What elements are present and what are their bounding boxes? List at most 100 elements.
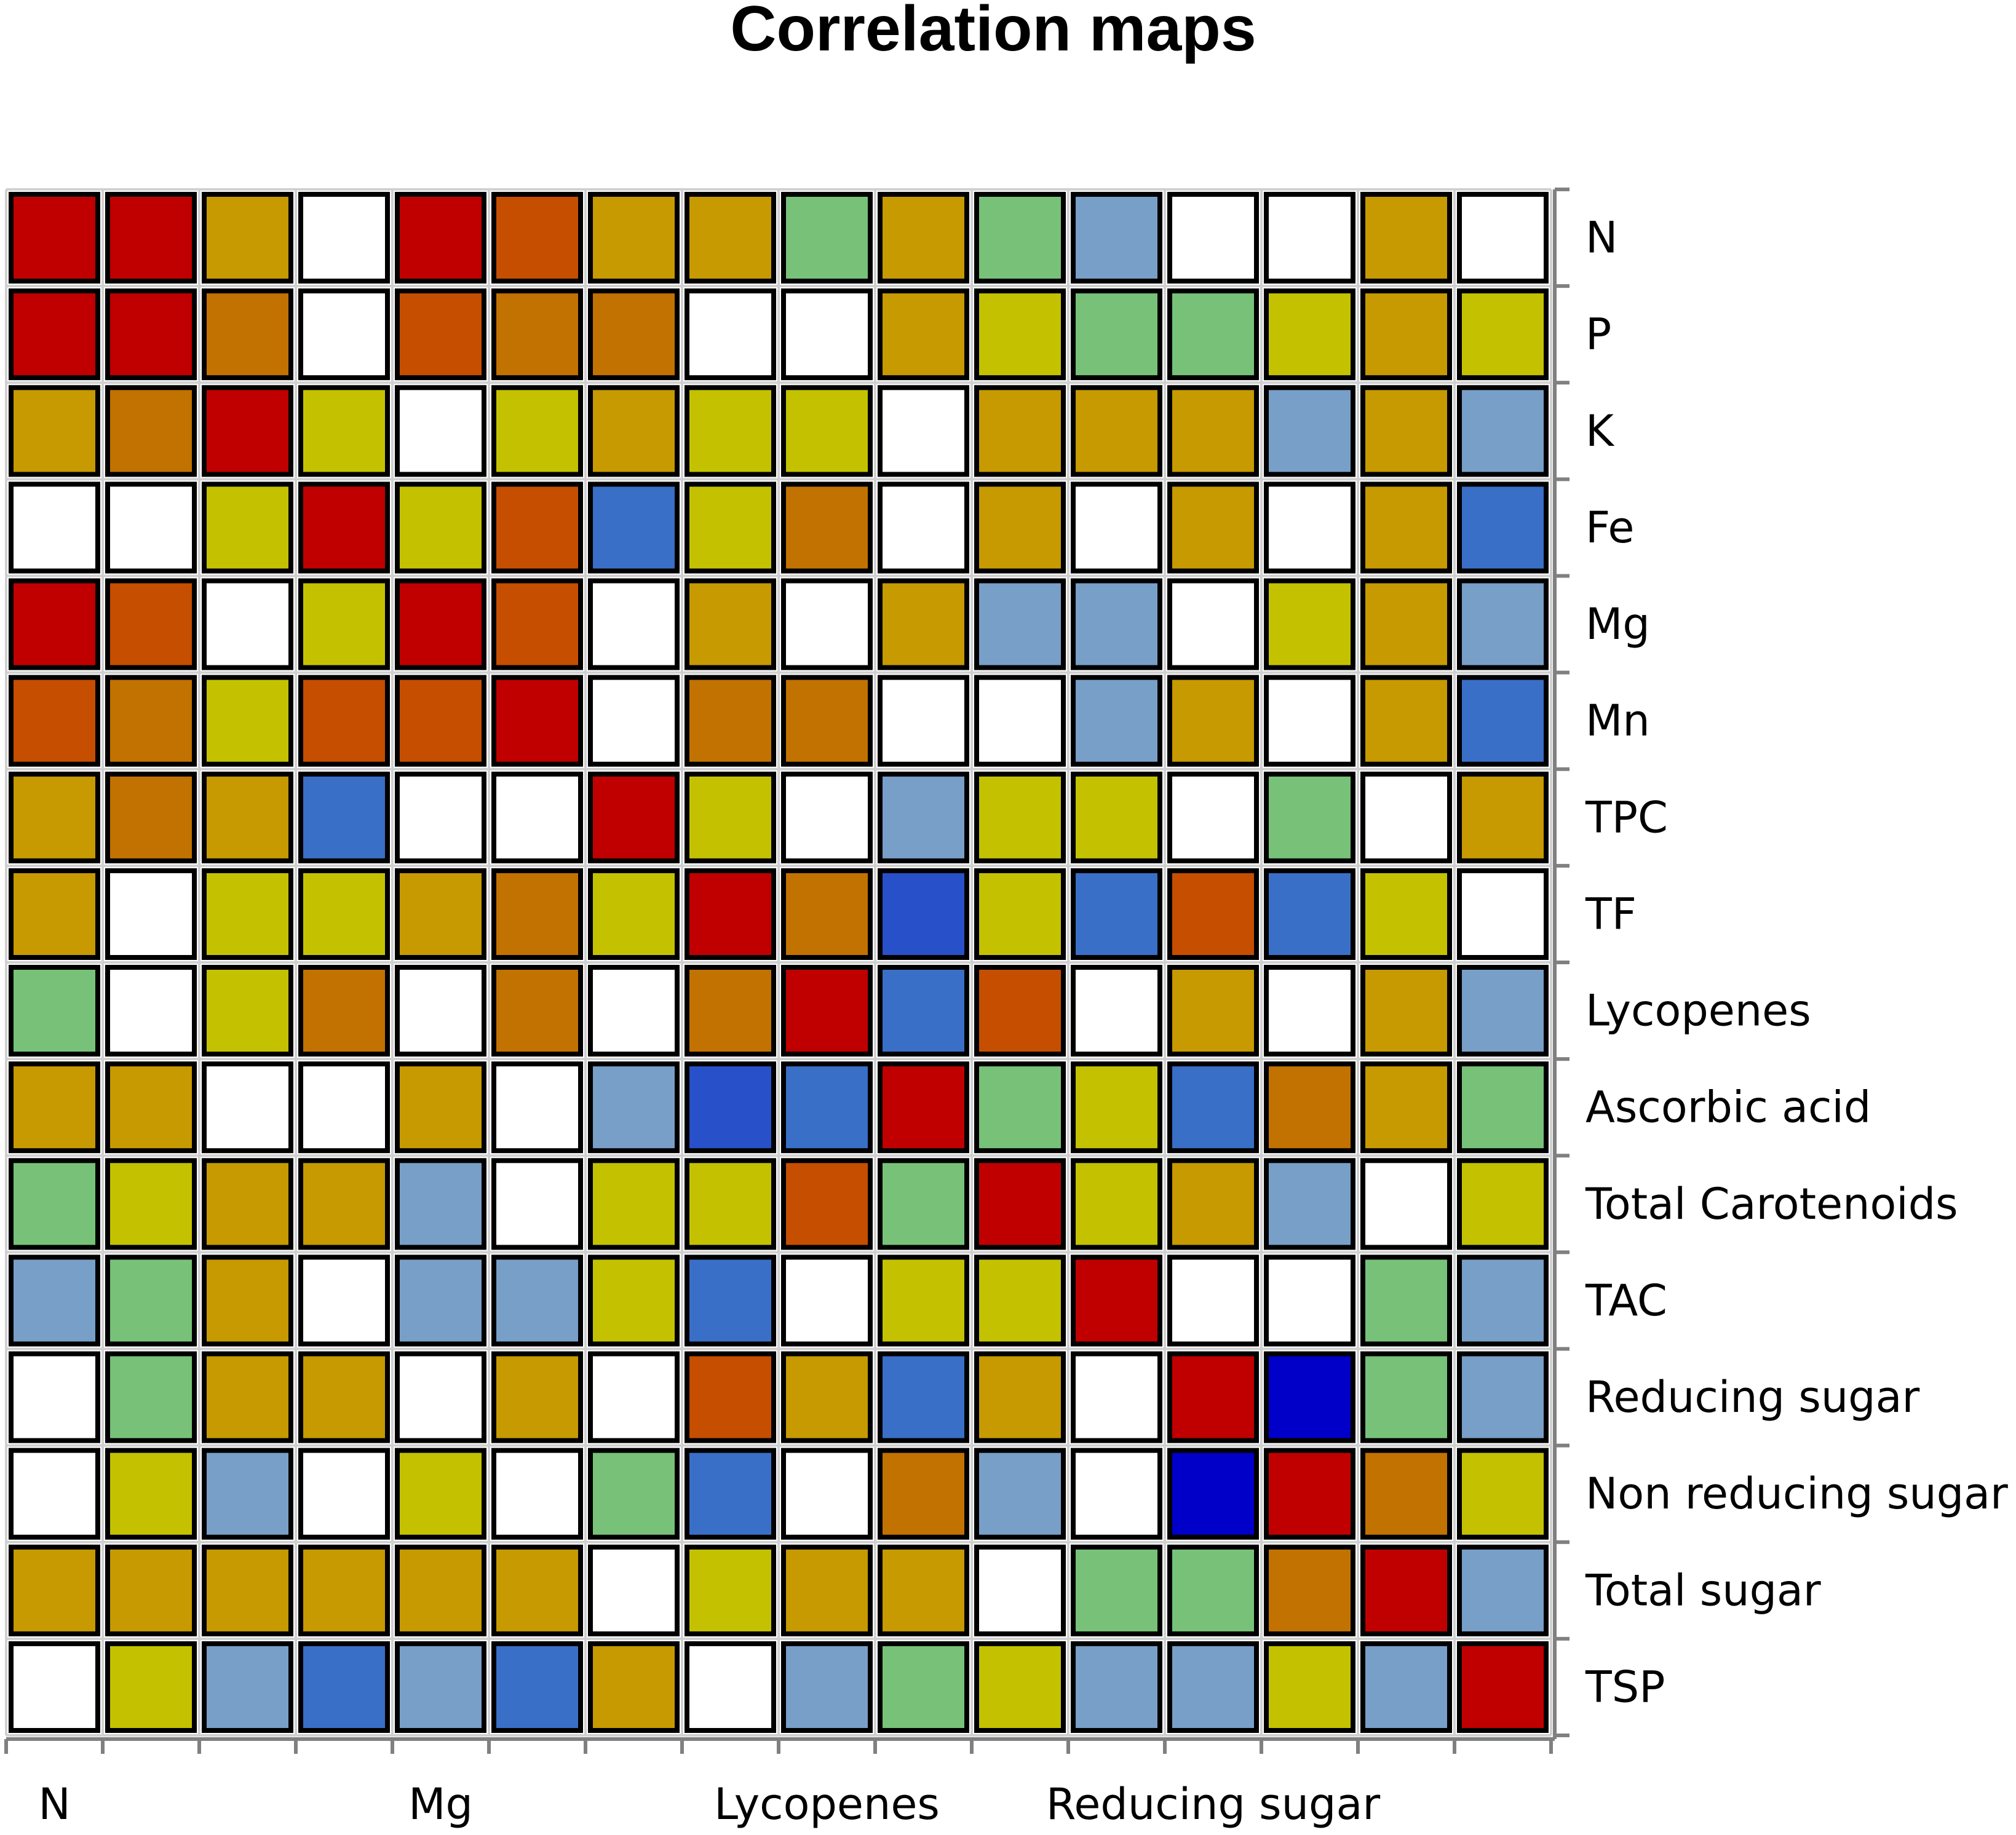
heatmap-cell-r12-c3 [298, 1351, 390, 1443]
heatmap-cell-r7-c1 [105, 868, 197, 961]
heatmap-cell-r1-c13 [1264, 288, 1355, 381]
heatmap-cell-r11-c11 [1071, 1254, 1162, 1347]
heatmap-cell-r4-c7 [685, 578, 776, 670]
heatmap-cell-r14-c7 [685, 1544, 776, 1636]
heatmap-cell-r0-c15 [1457, 192, 1549, 284]
heatmap-cell-r1-c9 [878, 288, 969, 381]
heatmap-cell-r1-c6 [588, 288, 680, 381]
heatmap-cell-r2-c15 [1457, 385, 1549, 477]
heatmap-cell-r1-c0 [9, 288, 100, 381]
heatmap-cell-r6-c3 [298, 771, 390, 863]
heatmap-cell-r3-c14 [1360, 482, 1452, 574]
heatmap-cell-r4-c5 [491, 578, 583, 670]
heatmap-cell-r8-c12 [1167, 965, 1259, 1057]
heatmap-cell-r14-c11 [1071, 1544, 1162, 1636]
heatmap-cell-r11-c7 [685, 1254, 776, 1347]
heatmap-cell-r0-c13 [1264, 192, 1355, 284]
heatmap-cell-r6-c2 [202, 771, 293, 863]
heatmap-cell-r2-c8 [781, 385, 873, 477]
heatmap-cell-r7-c8 [781, 868, 873, 961]
column-label-8: Lycopenes [714, 1779, 940, 1829]
heatmap-cell-r3-c9 [878, 482, 969, 574]
heatmap-cell-r6-c9 [878, 771, 969, 863]
heatmap-cell-r6-c7 [685, 771, 776, 863]
heatmap-cell-r9-c1 [105, 1061, 197, 1154]
heatmap-cell-r10-c8 [781, 1158, 873, 1250]
heatmap-cell-r9-c14 [1360, 1061, 1452, 1154]
heatmap-cell-r5-c6 [588, 675, 680, 767]
heatmap-cell-r7-c15 [1457, 868, 1549, 961]
heatmap-cell-r5-c9 [878, 675, 969, 767]
heatmap-cell-r4-c1 [105, 578, 197, 670]
heatmap-cell-r0-c14 [1360, 192, 1452, 284]
heatmap-cell-r8-c8 [781, 965, 873, 1057]
heatmap-cell-r9-c2 [202, 1061, 293, 1154]
heatmap-cell-r11-c15 [1457, 1254, 1549, 1347]
heatmap-cell-r12-c13 [1264, 1351, 1355, 1443]
heatmap-cell-r4-c0 [9, 578, 100, 670]
heatmap-cell-r6-c0 [9, 771, 100, 863]
heatmap-cell-r9-c6 [588, 1061, 680, 1154]
heatmap-cell-r0-c12 [1167, 192, 1259, 284]
heatmap-cell-r12-c7 [685, 1351, 776, 1443]
heatmap-cell-r13-c12 [1167, 1448, 1259, 1540]
heatmap-cell-r6-c15 [1457, 771, 1549, 863]
heatmap-cell-r2-c2 [202, 385, 293, 477]
heatmap-cell-r9-c11 [1071, 1061, 1162, 1154]
heatmap-cell-r2-c11 [1071, 385, 1162, 477]
heatmap-cell-r8-c3 [298, 965, 390, 1057]
heatmap-cell-r11-c6 [588, 1254, 680, 1347]
heatmap-cell-r7-c9 [878, 868, 969, 961]
heatmap-cell-r15-c6 [588, 1641, 680, 1733]
row-label-7: TF [1585, 889, 1637, 939]
heatmap-cell-r4-c4 [395, 578, 486, 670]
heatmap-cell-r0-c7 [685, 192, 776, 284]
heatmap-cell-r9-c12 [1167, 1061, 1259, 1154]
heatmap-cell-r4-c8 [781, 578, 873, 670]
heatmap-cell-r14-c2 [202, 1544, 293, 1636]
heatmap-cell-r2-c13 [1264, 385, 1355, 477]
heatmap-cell-r6-c10 [974, 771, 1066, 863]
heatmap-cell-r2-c5 [491, 385, 583, 477]
heatmap-cell-r8-c13 [1264, 965, 1355, 1057]
heatmap-cell-r9-c15 [1457, 1061, 1549, 1154]
heatmap-cell-r2-c6 [588, 385, 680, 477]
heatmap-cell-r11-c13 [1264, 1254, 1355, 1347]
heatmap-cell-r11-c8 [781, 1254, 873, 1347]
heatmap-cell-r2-c7 [685, 385, 776, 477]
heatmap-cell-r7-c4 [395, 868, 486, 961]
heatmap-cell-r12-c9 [878, 1351, 969, 1443]
heatmap-cell-r7-c14 [1360, 868, 1452, 961]
heatmap-cell-r13-c14 [1360, 1448, 1452, 1540]
heatmap-cell-r8-c6 [588, 965, 680, 1057]
heatmap-cell-r7-c6 [588, 868, 680, 961]
heatmap-cell-r5-c13 [1264, 675, 1355, 767]
heatmap-cell-r5-c3 [298, 675, 390, 767]
heatmap-cell-r7-c13 [1264, 868, 1355, 961]
heatmap-cell-r13-c3 [298, 1448, 390, 1540]
heatmap-cell-r7-c3 [298, 868, 390, 961]
heatmap-cell-r15-c14 [1360, 1641, 1452, 1733]
heatmap-cell-r15-c13 [1264, 1641, 1355, 1733]
heatmap-cell-r8-c4 [395, 965, 486, 1057]
heatmap-cell-r8-c0 [9, 965, 100, 1057]
heatmap-cell-r2-c14 [1360, 385, 1452, 477]
heatmap-cell-r15-c4 [395, 1641, 486, 1733]
heatmap-cell-r5-c10 [974, 675, 1066, 767]
heatmap-cell-r2-c0 [9, 385, 100, 477]
heatmap-cell-r10-c15 [1457, 1158, 1549, 1250]
heatmap-cell-r9-c9 [878, 1061, 969, 1154]
heatmap-cell-r14-c0 [9, 1544, 100, 1636]
heatmap-cell-r5-c14 [1360, 675, 1452, 767]
heatmap-cell-r3-c12 [1167, 482, 1259, 574]
heatmap-cell-r0-c11 [1071, 192, 1162, 284]
heatmap-grid [4, 188, 1570, 1754]
heatmap-cell-r4-c9 [878, 578, 969, 670]
heatmap-cell-r3-c2 [202, 482, 293, 574]
heatmap-cell-r10-c2 [202, 1158, 293, 1250]
heatmap-cell-r3-c7 [685, 482, 776, 574]
heatmap-cell-r7-c5 [491, 868, 583, 961]
heatmap-cell-r0-c0 [9, 192, 100, 284]
heatmap-cell-r15-c3 [298, 1641, 390, 1733]
heatmap-cell-r12-c4 [395, 1351, 486, 1443]
